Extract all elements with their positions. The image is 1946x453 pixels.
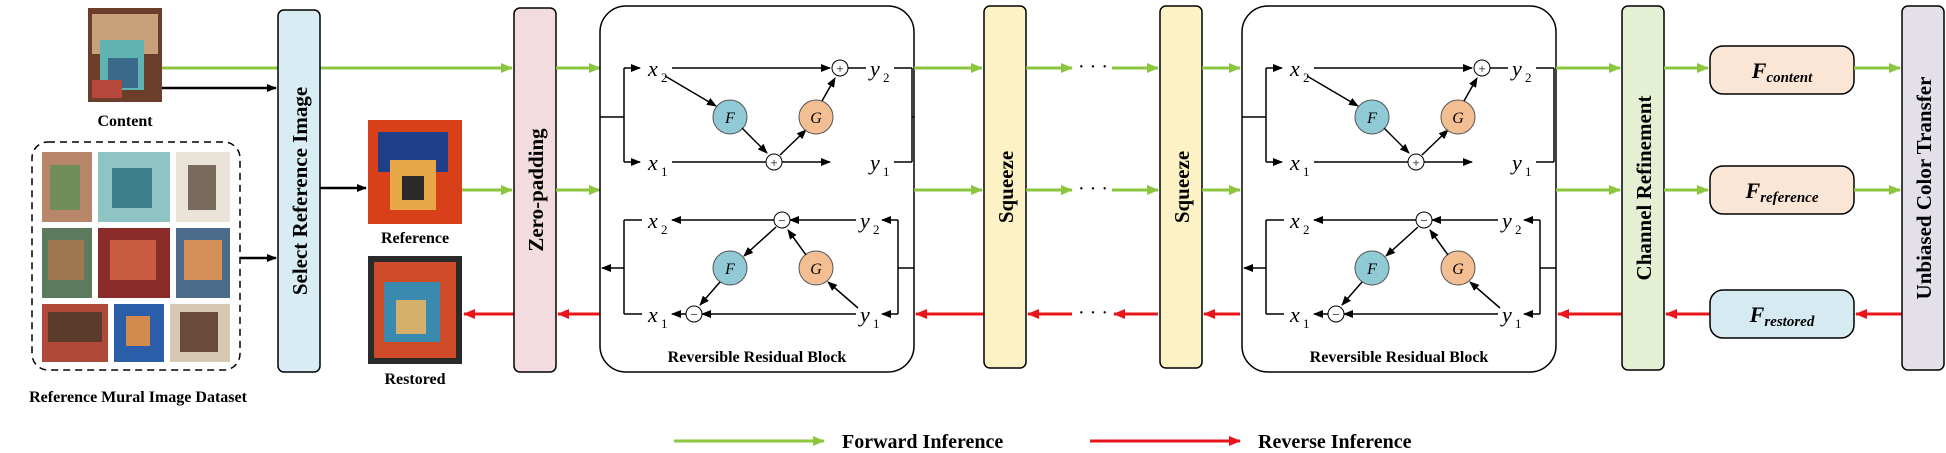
svg-text:F: F — [724, 110, 735, 127]
squeeze-1-box[interactable] — [983, 5, 1027, 369]
svg-text:2: 2 — [1515, 222, 1522, 237]
f-restored-box — [1709, 289, 1855, 339]
svg-text:+: + — [1478, 61, 1485, 76]
dots-middle: · · · — [1078, 178, 1108, 200]
svg-text:−: − — [690, 307, 697, 322]
unbiased-color-transfer-box[interactable] — [1901, 5, 1945, 371]
svg-text:1: 1 — [1525, 164, 1532, 179]
svg-text:1: 1 — [1515, 316, 1522, 331]
channel-refinement-box[interactable] — [1621, 5, 1665, 371]
reference-dataset-label: Reference Mural Image Dataset — [29, 389, 248, 406]
svg-text:+: + — [1412, 155, 1419, 170]
svg-text:y: y — [1500, 302, 1512, 327]
dataset-thumbnails — [42, 152, 230, 362]
svg-text:G: G — [1452, 110, 1464, 127]
svg-text:x: x — [1289, 150, 1300, 175]
unbiased-color-transfer-label: Unbiased Color Transfer — [1912, 77, 1936, 300]
svg-text:x: x — [647, 208, 658, 233]
svg-text:F: F — [1366, 261, 1377, 278]
svg-text:1: 1 — [661, 164, 668, 179]
svg-text:y: y — [868, 56, 880, 81]
svg-text:2: 2 — [1525, 70, 1532, 85]
svg-text:1: 1 — [1303, 164, 1310, 179]
svg-text:2: 2 — [661, 70, 668, 85]
reference-label: Reference — [381, 230, 449, 247]
svg-text:x: x — [1289, 56, 1300, 81]
squeeze-1-label: Squeeze — [994, 151, 1018, 223]
svg-text:2: 2 — [1303, 222, 1310, 237]
svg-text:y: y — [858, 208, 870, 233]
svg-text:+: + — [770, 155, 777, 170]
reference-image — [368, 120, 462, 224]
svg-text:x: x — [647, 56, 658, 81]
svg-text:y: y — [858, 302, 870, 327]
legend-forward-label: Forward Inference — [842, 431, 1003, 453]
squeeze-2-box[interactable] — [1159, 5, 1203, 369]
reference-dataset-frame — [31, 141, 241, 371]
legend-reverse-label: Reverse Inference — [1258, 431, 1412, 453]
svg-text:y: y — [1510, 150, 1522, 175]
svg-text:2: 2 — [873, 222, 880, 237]
svg-text:−: − — [1420, 213, 1427, 228]
svg-text:1: 1 — [1303, 316, 1310, 331]
svg-text:1: 1 — [883, 164, 890, 179]
svg-text:y: y — [1500, 208, 1512, 233]
svg-text:G: G — [810, 261, 822, 278]
svg-text:2: 2 — [1303, 70, 1310, 85]
svg-text:G: G — [1452, 261, 1464, 278]
rrb1-label: Reversible Residual Block — [668, 349, 847, 366]
content-image — [88, 8, 162, 102]
svg-text:−: − — [1332, 307, 1339, 322]
f-restored-label: Frestored — [1749, 302, 1815, 330]
svg-text:x: x — [647, 150, 658, 175]
select-reference-label: Select Reference Image — [288, 87, 312, 295]
select-reference-box[interactable] — [277, 9, 321, 373]
svg-text:y: y — [868, 150, 880, 175]
svg-text:y: y — [1510, 56, 1522, 81]
svg-text:2: 2 — [661, 222, 668, 237]
reversible-residual-block-1: x 2 x 1 F + G + y 2 y 1 y 2 y 1 — [599, 5, 915, 373]
svg-text:F: F — [724, 261, 735, 278]
dots-top: · · · — [1078, 56, 1108, 78]
dots-bottom: · · · — [1078, 302, 1108, 324]
legend: Forward Inference Reverse Inference — [674, 431, 1412, 453]
svg-text:+: + — [836, 61, 843, 76]
svg-text:G: G — [810, 110, 822, 127]
content-label: Content — [97, 113, 153, 130]
channel-refinement-label: Channel Refinement — [1632, 96, 1656, 281]
restored-label: Restored — [384, 371, 445, 388]
svg-text:x: x — [1289, 208, 1300, 233]
rrb2-label: Reversible Residual Block — [1310, 349, 1489, 366]
f-content-label: Fcontent — [1751, 58, 1813, 86]
svg-text:2: 2 — [883, 70, 890, 85]
reversible-residual-block-2: x 2 x 1 F + G + y 2 y 1 y 2 y 1 − — [1241, 5, 1557, 373]
svg-text:x: x — [1289, 302, 1300, 327]
svg-text:F: F — [1366, 110, 1377, 127]
svg-text:1: 1 — [661, 316, 668, 331]
f-reference-label: Freference — [1745, 178, 1819, 206]
squeeze-2-label: Squeeze — [1170, 151, 1194, 223]
restored-image — [368, 256, 462, 364]
zero-padding-label: Zero-padding — [524, 128, 548, 252]
svg-text:1: 1 — [873, 316, 880, 331]
svg-text:x: x — [647, 302, 658, 327]
svg-text:−: − — [778, 213, 785, 228]
f-content-box — [1709, 45, 1855, 95]
